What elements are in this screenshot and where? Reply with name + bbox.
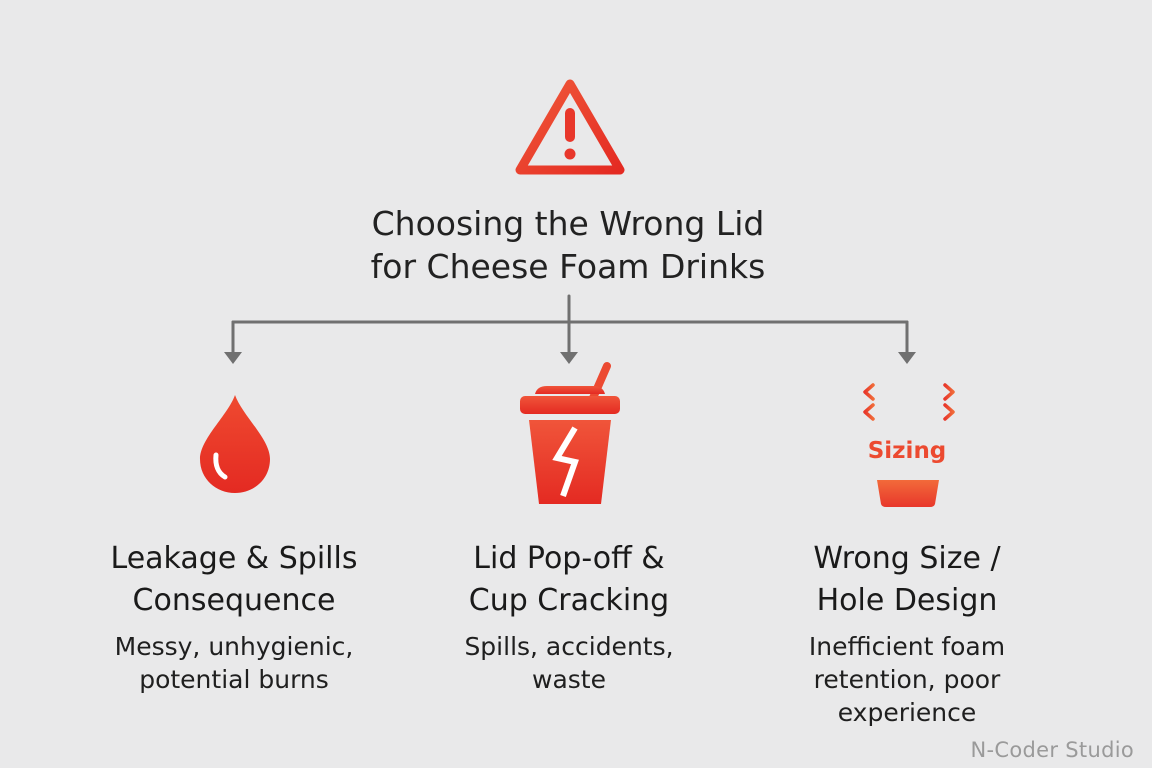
sizing-icon: Sizing [863, 383, 955, 507]
consequence-2-desc-line-1: Spills, accidents, [464, 632, 674, 661]
arrowhead-center [560, 352, 578, 364]
diagram-title-line-2: for Cheese Foam Drinks [370, 247, 766, 286]
arrowhead-left [224, 352, 242, 364]
consequence-1-desc-line-1: Messy, unhygienic, [114, 632, 354, 661]
arrowhead-right [898, 352, 916, 364]
consequence-3-desc-line-2: retention, poor [813, 665, 1001, 694]
consequence-3-desc-line-3: experience [837, 698, 977, 727]
consequence-2-title-line-2: Cup Cracking [468, 583, 670, 618]
cracked-cup-icon [520, 362, 620, 504]
diagram-title-line-1: Choosing the Wrong Lid [371, 204, 765, 243]
consequence-3-title-line-1: Wrong Size / [813, 541, 1001, 576]
consequence-2-desc-line-2: waste [532, 665, 606, 694]
consequence-1-desc-line-2: potential burns [139, 665, 329, 694]
consequence-3-title-line-2: Hole Design [816, 583, 998, 618]
warning-icon [515, 79, 625, 175]
watermark-text: N-Coder Studio [970, 738, 1134, 762]
sizing-icon-label: Sizing [868, 438, 947, 464]
consequence-2-title-line-1: Lid Pop-off & [473, 541, 665, 576]
consequence-1-title-line-2: Consequence [132, 583, 336, 618]
consequence-3-desc-line-1: Inefficient foam [808, 632, 1006, 661]
consequence-1-title-line-1: Leakage & Spills [110, 541, 358, 576]
water-drop-icon [200, 395, 270, 493]
